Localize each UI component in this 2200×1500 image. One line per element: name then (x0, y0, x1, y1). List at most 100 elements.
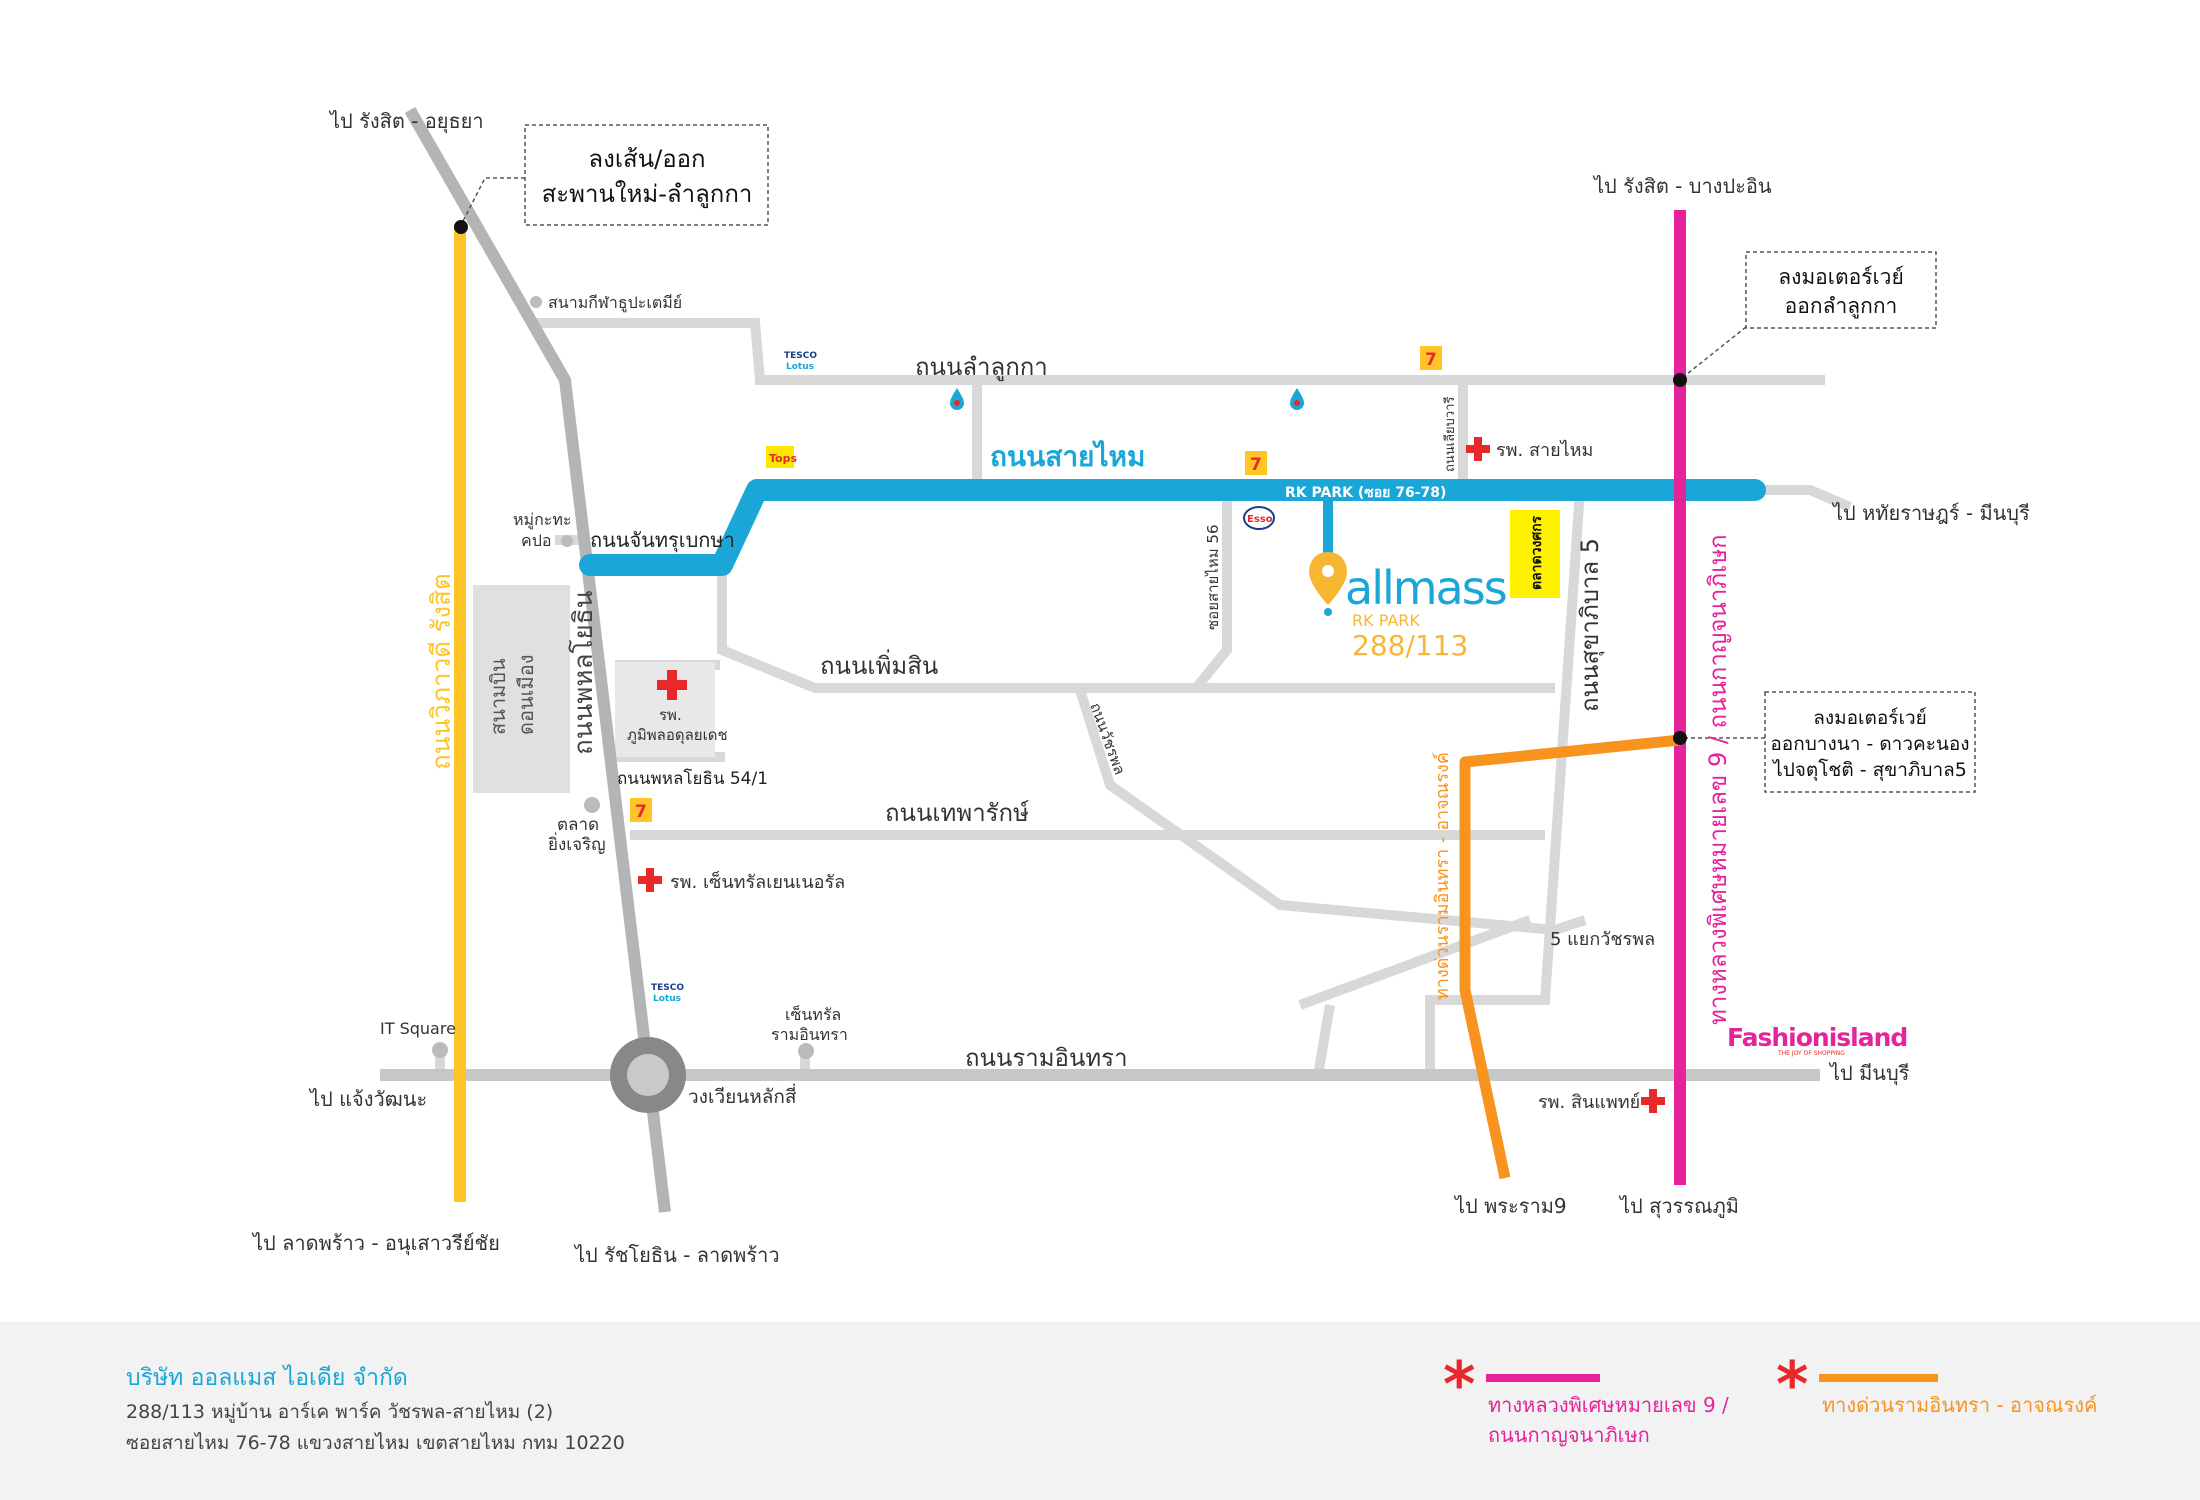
label-saimai-hospital: รพ. สายไหม (1496, 439, 1593, 461)
saimai-hospital-icon (1466, 437, 1490, 461)
company-name: บริษัท ออลแมส ไอเดีย จำกัด (126, 1365, 408, 1391)
label-saimai: ถนนสายไหม (990, 440, 1145, 473)
allmass-location-pin-icon (1309, 552, 1347, 616)
label-chantharubeksa: ถนนจันทรุเบกษา (590, 528, 735, 553)
road-phermsin (717, 560, 1555, 693)
dest-hathairat-minburi: ไป หทัยราษฎร์ - มีนบุรี (1831, 501, 2030, 526)
address-line-1: 288/113 หมู่บ้าน อาร์เค พาร์ค วัชรพล-สาย… (126, 1401, 554, 1423)
allmass-number: 288/113 (1352, 629, 1468, 662)
label-motorway9: ทางหลวงพิเศษหมายเลข 9 / ถนนกาญจนาภิเษก (1704, 534, 1732, 1025)
yingcharoen-dot (584, 797, 600, 813)
callout-saphan-mai-line2: สะพานใหม่-ลำลูกกา (542, 180, 753, 209)
label-vibhavadi: ถนนวิภาวดี รังสิต (427, 573, 457, 770)
label-sinphaet-hospital: รพ. สินแพทย์ (1538, 1092, 1640, 1113)
label-kapo-1: หมู่กะทะ (513, 510, 572, 530)
callout-motorway-bangna-line1: ลงมอเตอร์เวย์ (1813, 707, 1927, 729)
tops-label: Tops (769, 452, 797, 465)
junction-dot-lamlukka (1673, 373, 1687, 387)
dest-ladprao-victory: ไป ลาดพร้าว - อนุเสาวรีย์ชัย (251, 1231, 500, 1256)
label-airport-1: สนามบิน (486, 658, 510, 735)
road-sukhaphiban5 (1425, 489, 1585, 1075)
label-it-square: IT Square (380, 1019, 456, 1038)
road-five-junction (1298, 915, 1532, 1010)
seven-eleven-icon-3: 7 (630, 798, 652, 822)
label-lamlukka: ถนนลำลูกกา (915, 353, 1048, 382)
label-phanwathin: ถนนเลียบวารี (1442, 396, 1458, 472)
label-talad-wongsakorn: ตลาดวงศกร (1529, 515, 1545, 590)
seven-label-1: 7 (1425, 350, 1437, 370)
callout-motorway-lamlukka-line1: ลงมอเตอร์เวย์ (1778, 265, 1904, 289)
dest-ratchayothin-ladprao: ไป รัชโยธิน - ลาดพร้าว (573, 1243, 780, 1267)
legend-pink-line2: ถนนกาญจนาภิเษก (1488, 1423, 1650, 1447)
label-yingcharoen-2: ยิ่งเจริญ (548, 832, 606, 855)
road-five-junction-south (1313, 1004, 1335, 1076)
dest-rangsit-bangpain: ไป รังสิต - บางปะอิน (1592, 174, 1772, 198)
label-bhumibol-2: ภูมิพลอดุลยเดช (627, 726, 728, 745)
label-phermsin: ถนนเพิ่มสิน (820, 649, 938, 680)
label-central-ramintra-2: รามอินทรา (771, 1025, 848, 1044)
it-square-dot (432, 1042, 448, 1058)
road-saimai (579, 479, 1766, 576)
tesco-lotus-icon-bottom: TESCO Lotus (651, 983, 684, 1004)
label-sukhaphiban5: ถนนสุขาภิบาล 5 (1576, 538, 1605, 712)
footer (0, 1322, 2200, 1500)
esso-icon: Esso (1243, 506, 1275, 530)
kapo-dot (561, 535, 573, 547)
road-soi-saimai-56 (1192, 490, 1232, 692)
legend-orange: ทางด่วนรามอินทรา - อาจณรงค์ (1822, 1393, 2098, 1417)
junction-dot-vibhavadi (454, 220, 468, 234)
tesco-label-top: TESCO (784, 351, 817, 361)
label-airport-2: ดอนเมือง (514, 655, 538, 735)
legend-pink-line1: ทางหลวงพิเศษหมายเลข 9 / (1488, 1393, 1729, 1417)
callout-saphan-mai: ลงเส้น/ออก สะพานใหม่-ลำลูกกา (460, 124, 769, 226)
label-five-junction: 5 แยกวัชรพล (1550, 929, 1655, 950)
hospital-area (615, 662, 715, 757)
allmass-brand: allmass (1345, 561, 1506, 615)
label-phahonyothin: ถนนพหลโยธิน (568, 590, 599, 755)
label-ramintra: ถนนรามอินทรา (965, 1044, 1128, 1072)
fashion-island-tagline: THE JOY OF SHOPPING (1777, 1050, 1845, 1057)
bhumibol-hospital-icon (657, 670, 687, 700)
label-central-general: รพ. เซ็นทรัลเยนเนอรัล (670, 870, 845, 893)
sinphaet-hospital-icon (1641, 1089, 1665, 1113)
label-expressway: ทางด่วนรามอินทรา - อาจณรงค์ (1432, 752, 1453, 1000)
legend-pink-asterisk-icon: * (1443, 1348, 1475, 1408)
seven-eleven-icon-2: 7 (1245, 451, 1267, 475)
airport-area (473, 585, 570, 793)
label-laksi-circle: วงเวียนหลักสี่ (688, 1083, 797, 1108)
road-phahonyothin (404, 107, 671, 1213)
esso-label: Esso (1247, 514, 1273, 525)
label-stadium: สนามกีฬาธูปะเตมีย์ (548, 293, 682, 313)
seven-label-3: 7 (635, 802, 647, 822)
label-rk-park: RK PARK (ซอย 76-78) (1285, 485, 1446, 501)
fuel-drop-icon-1 (950, 388, 964, 410)
central-ramintra-dot (798, 1043, 814, 1059)
central-general-hospital-icon (638, 868, 662, 892)
callout-motorway-lamlukka-line2: ออกลำลูกกา (1785, 294, 1898, 319)
label-bhumibol-1: รพ. (659, 706, 682, 724)
road-watcharaphon (1075, 688, 1587, 936)
tesco-label-bottom: TESCO (651, 983, 684, 993)
callout-motorway-bangna-line3: ไปจตุโชติ - สุขาภิบาล5 (1771, 758, 1967, 782)
stadium-dot (530, 296, 542, 308)
road-expressway (1459, 734, 1681, 1180)
legend-lines: * * (1443, 1348, 1938, 1408)
legend-orange-asterisk-icon: * (1776, 1348, 1808, 1408)
dest-rama9: ไป พระราม9 (1453, 1194, 1567, 1218)
seven-eleven-icon-1: 7 (1420, 346, 1442, 370)
dest-minburi: ไป มีนบุรี (1828, 1061, 1910, 1086)
callout-saphan-mai-line1: ลงเส้น/ออก (588, 145, 705, 173)
legend-pink: ทางหลวงพิเศษหมายเลข 9 / ถนนกาญจนาภิเษก (1488, 1390, 1729, 1450)
label-soi-saimai-56: ซอยสายไหม 56 (1204, 524, 1222, 630)
allmass-sub: RK PARK (1352, 611, 1420, 630)
seven-label-2: 7 (1250, 455, 1262, 475)
label-yingcharoen-1: ตลาด (557, 815, 599, 835)
callout-motorway-lamlukka: ลงมอเตอร์เวย์ ออกลำลูกกา (1681, 251, 1937, 379)
road-hathairat (1755, 485, 1852, 512)
dest-rangsit-ayutthaya: ไป รังสิต - อยุธยา (328, 109, 484, 134)
tops-icon: Tops (766, 446, 797, 468)
dest-chaengwattana: ไป แจ้งวัฒนะ (308, 1087, 427, 1111)
callout-motorway-bangna-line2: ออกบางนา - ดาวคะนอง (1770, 733, 1969, 755)
address-line-2: ซอยสายไหม 76-78 แขวงสายไหม เขตสายไหม กทม… (126, 1432, 625, 1454)
label-central-ramintra-1: เซ็นทรัล (785, 1004, 841, 1024)
